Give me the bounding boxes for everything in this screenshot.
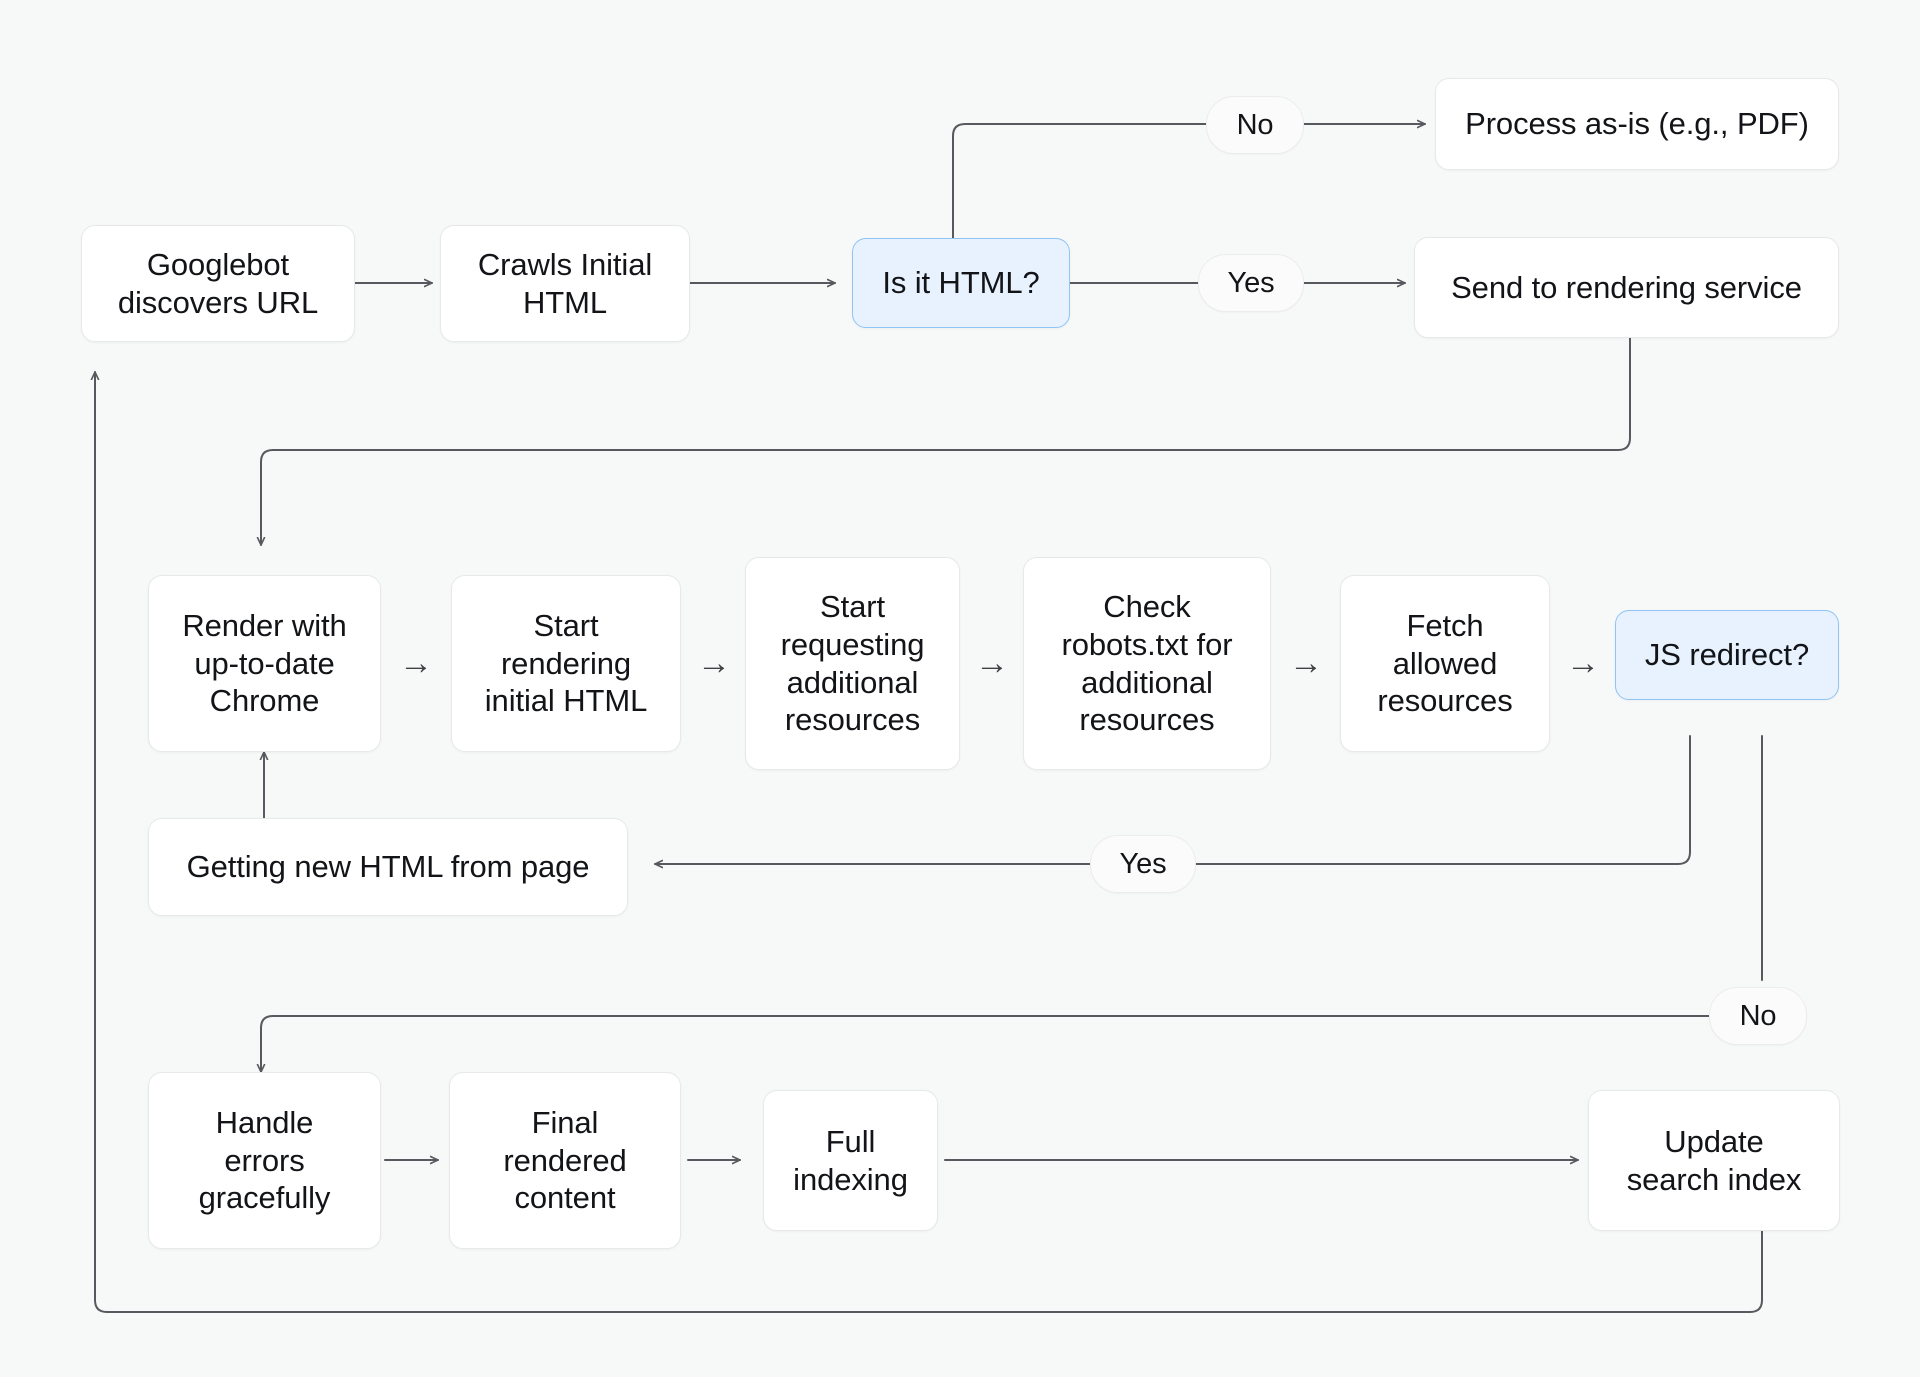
arrow-fetch-to-jsredirect-icon: → [1566,644,1600,682]
edge-no-to-handle-errors [261,1015,1710,1073]
edge-label-js-redirect-yes: Yes [1090,835,1196,893]
edge-label-is-html-no: No [1206,96,1304,154]
node-is-it-html[interactable]: Is it HTML? [852,238,1070,328]
node-googlebot-discovers-url[interactable]: Googlebot discovers URL [81,225,355,342]
node-start-rendering-initial-html[interactable]: Start rendering initial HTML [451,575,681,752]
arrow-requesting-to-robots-icon: → [975,644,1009,682]
node-js-redirect[interactable]: JS redirect? [1615,610,1839,700]
arrow-render-to-startrendering-icon: → [399,644,433,682]
node-fetch-allowed-resources[interactable]: Fetch allowed resources [1340,575,1550,752]
arrow-startrendering-to-requesting-icon: → [697,644,731,682]
arrow-robots-to-fetch-icon: → [1289,644,1323,682]
edge-rendering-service-to-render-chrome [261,337,1631,546]
node-start-requesting-additional-resources[interactable]: Start requesting additional resources [745,557,960,770]
edge-label-is-html-yes: Yes [1198,254,1304,312]
node-update-search-index[interactable]: Update search index [1588,1090,1840,1231]
edge-ishtml-no-up [952,123,1209,239]
node-crawls-initial-html[interactable]: Crawls Initial HTML [440,225,690,342]
node-render-with-chrome[interactable]: Render with up-to-date Chrome [148,575,381,752]
node-final-rendered-content[interactable]: Final rendered content [449,1072,681,1249]
node-process-as-is[interactable]: Process as-is (e.g., PDF) [1435,78,1839,170]
node-full-indexing[interactable]: Full indexing [763,1090,938,1231]
node-handle-errors-gracefully[interactable]: Handle errors gracefully [148,1072,381,1249]
node-check-robots-txt[interactable]: Check robots.txt for additional resource… [1023,557,1271,770]
node-send-to-rendering-service[interactable]: Send to rendering service [1414,237,1839,338]
edge-label-js-redirect-no: No [1709,987,1807,1045]
node-getting-new-html-from-page[interactable]: Getting new HTML from page [148,818,628,916]
